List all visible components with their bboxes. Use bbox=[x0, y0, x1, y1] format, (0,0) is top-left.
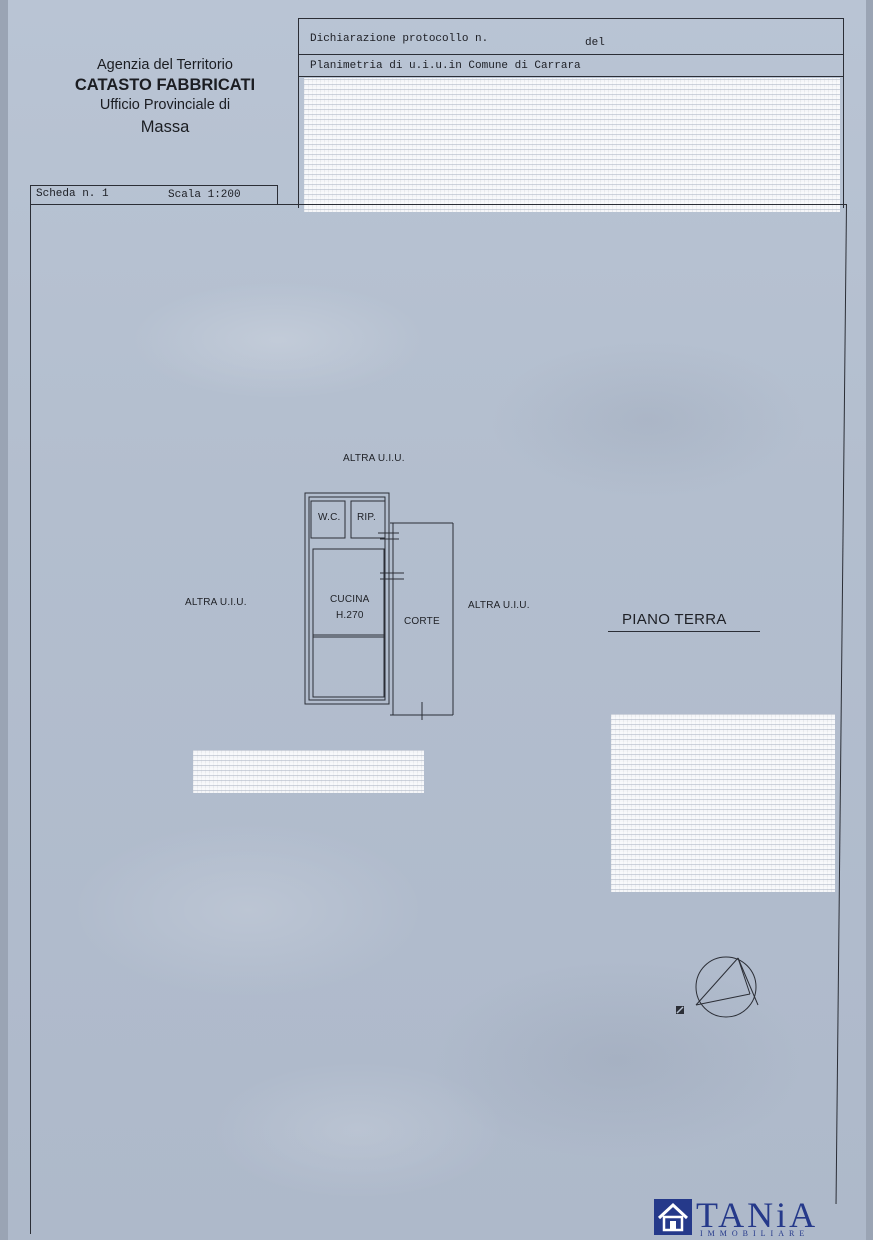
cucina-label: CUCINA bbox=[330, 594, 370, 605]
adjacent-unit-top-label: ALTRA U.I.U. bbox=[343, 453, 405, 464]
agency-header: Agenzia del Territorio CATASTO FABBRICAT… bbox=[50, 56, 280, 139]
floor-level-underline bbox=[608, 631, 760, 632]
protocol-label: Dichiarazione protocollo n. bbox=[310, 33, 489, 45]
agency-name: Agenzia del Territorio bbox=[97, 57, 233, 73]
header-box-left-border bbox=[298, 18, 299, 208]
logo-brand-text: TANiA bbox=[696, 1195, 819, 1235]
scheda-box-right bbox=[277, 185, 278, 205]
floor-level-label: PIANO TERRA bbox=[622, 611, 727, 628]
paper-crease bbox=[68, 820, 428, 1000]
drawing-frame-left bbox=[30, 204, 31, 1234]
tania-logo: TANiA IMMOBILIARE bbox=[652, 1196, 868, 1240]
cucina-room bbox=[312, 548, 385, 698]
office-name: Ufficio Provinciale di bbox=[99, 97, 231, 113]
scheda-number: Scheda n. 1 bbox=[36, 188, 109, 200]
header-box-top-border bbox=[298, 18, 844, 19]
paper-crease bbox=[128, 280, 428, 400]
header-box-divider bbox=[298, 54, 844, 55]
office-city: Massa bbox=[140, 118, 190, 136]
rip-label: RIP. bbox=[357, 512, 376, 523]
planimetria-label: Planimetria di u.i.u.in Comune di Carrar… bbox=[310, 60, 581, 72]
paper-crease bbox=[208, 1060, 508, 1200]
north-arrow-icon bbox=[676, 956, 759, 1018]
protocol-date-label: del bbox=[585, 37, 605, 49]
scheda-box-top bbox=[30, 185, 278, 186]
wc-label: W.C. bbox=[318, 512, 341, 523]
redacted-address-block bbox=[304, 78, 840, 212]
house-logo-icon bbox=[654, 1199, 692, 1235]
ceiling-height-label: H.270 bbox=[336, 610, 364, 621]
header-box-right-border bbox=[843, 18, 844, 208]
rip-room bbox=[350, 500, 386, 539]
header-box-divider bbox=[298, 76, 844, 77]
adjacent-unit-right-label: ALTRA U.I.U. bbox=[468, 600, 530, 611]
paper-crease bbox=[488, 340, 808, 500]
wc-room bbox=[310, 500, 346, 539]
catasto-title: CATASTO FABBRICATI bbox=[74, 76, 256, 94]
logo-subtitle: IMMOBILIARE bbox=[700, 1229, 810, 1238]
scheda-box-left bbox=[30, 185, 31, 205]
redacted-signature-stamp bbox=[611, 714, 835, 892]
redacted-note bbox=[193, 750, 424, 793]
drawing-frame-top bbox=[30, 204, 846, 205]
adjacent-unit-left-label: ALTRA U.I.U. bbox=[185, 597, 247, 608]
scale-label: Scala 1:200 bbox=[168, 189, 241, 201]
floor-plan-drawing bbox=[304, 492, 454, 720]
corte-label: CORTE bbox=[404, 616, 440, 627]
